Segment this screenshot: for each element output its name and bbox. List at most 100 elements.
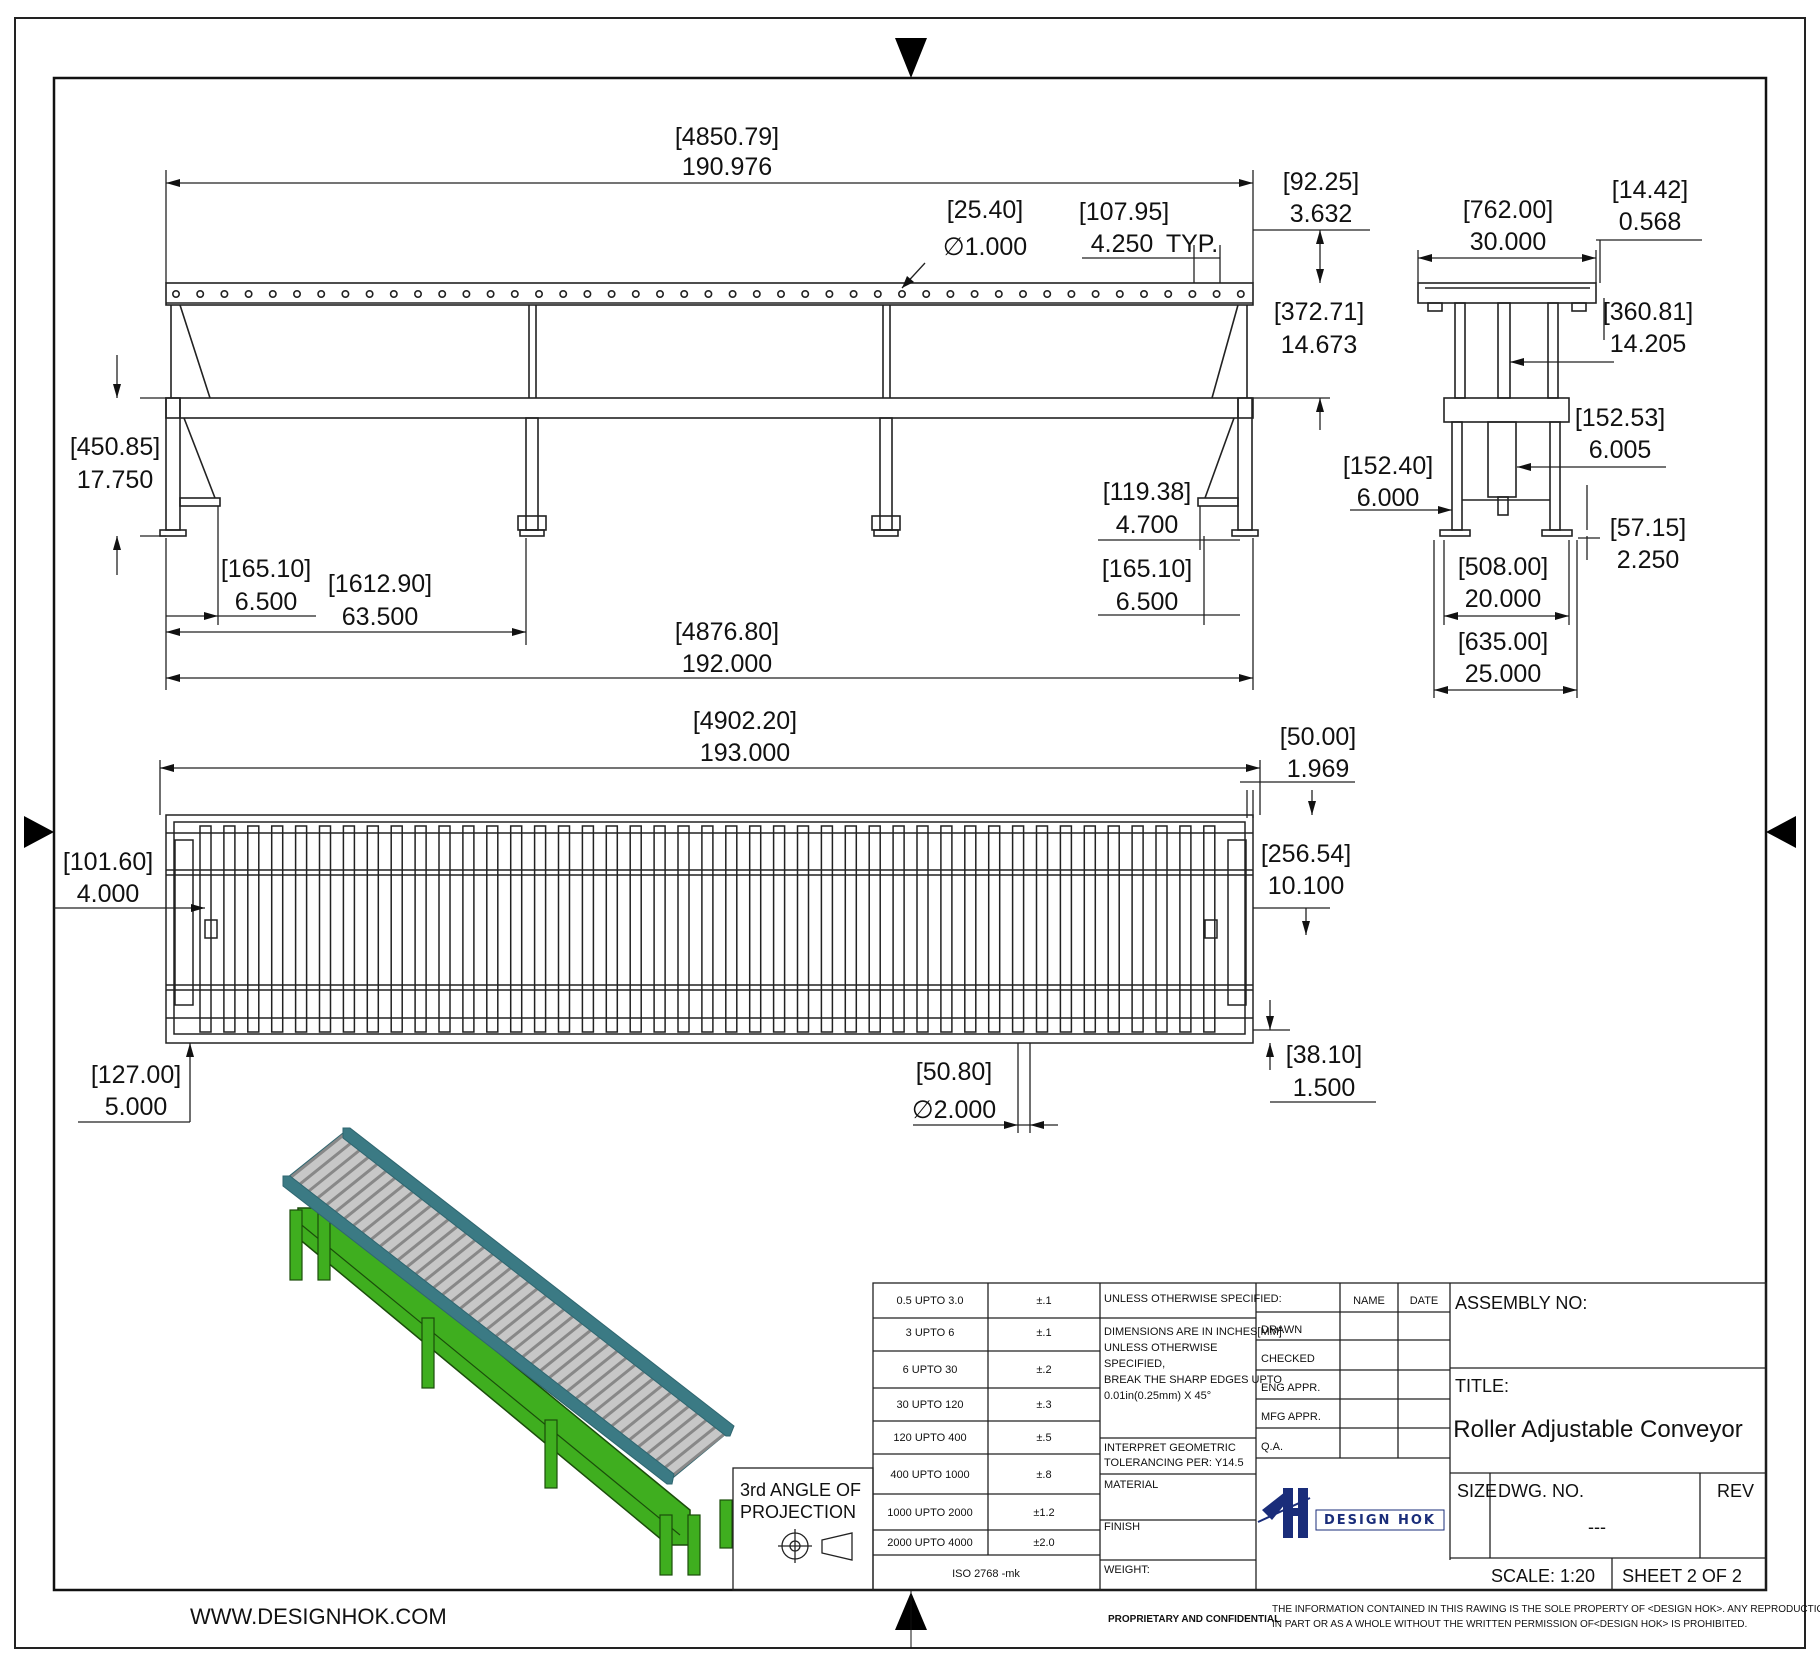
front-elevation-view [159, 282, 1259, 537]
roller-slat [844, 825, 858, 1033]
iso-roller [653, 1415, 712, 1464]
roller-hole [1043, 289, 1052, 298]
iso-roller [528, 1318, 587, 1367]
outer-border [14, 17, 1806, 1649]
roller-hole [680, 289, 689, 298]
iso-roller [386, 1208, 445, 1256]
title-block-grid [732, 1282, 1767, 1591]
roller-hole-row [172, 289, 1245, 298]
roller-slat [1083, 825, 1097, 1033]
roller-hole [704, 289, 713, 298]
roller-hole [365, 289, 374, 298]
roller-slat [1131, 825, 1144, 1033]
roller-hole [486, 289, 495, 298]
roller-hole [1115, 289, 1124, 298]
roller-slat [1179, 825, 1192, 1033]
iso-roller [360, 1187, 419, 1235]
roller-hole [1140, 289, 1149, 298]
roller-hole [1091, 289, 1100, 298]
iso-roller [457, 1263, 516, 1311]
roller-slat [294, 825, 308, 1033]
roller-slat [509, 825, 523, 1033]
roller-hole [897, 289, 906, 298]
iso-roller [289, 1131, 347, 1180]
roller-hole [559, 289, 568, 298]
roller-slat [820, 825, 834, 1033]
roller-slat [462, 825, 475, 1033]
roller-hole [438, 289, 447, 298]
roller-hole [196, 289, 205, 298]
iso-roller [440, 1249, 498, 1297]
roller-slat [892, 825, 905, 1033]
iso-roller [333, 1166, 392, 1214]
roller-slat [748, 825, 762, 1033]
isometric-view [282, 1127, 735, 1576]
roller-hole [801, 289, 810, 298]
iso-roller [404, 1221, 463, 1270]
roller-hole [413, 289, 422, 298]
roller-slat [486, 825, 499, 1033]
iso-roller [537, 1325, 596, 1374]
roller-slat [342, 825, 356, 1033]
iso-roller [591, 1367, 649, 1415]
iso-roller [493, 1291, 552, 1339]
roller-slat [677, 825, 690, 1033]
roller-slat [796, 825, 810, 1033]
roller-hole [825, 289, 834, 298]
iso-roller [351, 1180, 410, 1228]
roller-hole [268, 289, 277, 298]
iso-roller [617, 1388, 676, 1436]
roller-slat [868, 825, 881, 1033]
iso-roller [644, 1409, 703, 1457]
iso-roller [315, 1152, 374, 1200]
roller-slat-row [199, 825, 1216, 1033]
roller-slat [1059, 825, 1073, 1033]
iso-roller [306, 1145, 365, 1194]
iso-roller [599, 1374, 658, 1422]
front-dimension-arrows [113, 179, 1324, 682]
roller-slat [653, 825, 666, 1033]
iso-side-rail-left [282, 1175, 675, 1485]
plan-dimension-lines [54, 760, 1376, 1133]
roller-slat [1011, 825, 1025, 1033]
roller-hole [1164, 289, 1173, 298]
roller-hole [849, 289, 858, 298]
roller-slat [629, 825, 642, 1033]
iso-roller [520, 1312, 578, 1360]
iso-roller [626, 1395, 685, 1443]
iso-side-rail-right [342, 1127, 735, 1437]
front-dimension-lines [116, 170, 1370, 690]
roller-slat [318, 825, 332, 1033]
iso-roller [297, 1138, 356, 1187]
roller-hole [631, 289, 640, 298]
roller-slat [701, 825, 714, 1033]
projection-symbol [778, 1529, 853, 1563]
roller-hole [607, 289, 616, 298]
roller-slat [916, 825, 929, 1033]
iso-rollers [289, 1131, 729, 1478]
iso-roller [573, 1353, 632, 1401]
roller-slat [247, 825, 260, 1033]
iso-roller [564, 1346, 623, 1395]
roller-slat [438, 825, 451, 1033]
roller-slat [366, 825, 380, 1033]
roller-hole [172, 289, 181, 298]
design-hok-logo [1257, 1488, 1445, 1538]
centering-arrow-top [895, 38, 927, 78]
roller-slat [390, 825, 403, 1033]
roller-slat [964, 825, 977, 1033]
side-elevation-view [1417, 282, 1597, 537]
roller-hole [534, 289, 543, 298]
iso-roller [608, 1381, 667, 1429]
roller-hole [1212, 289, 1221, 298]
roller-hole [728, 289, 737, 298]
iso-roller [484, 1284, 543, 1332]
iso-roller [413, 1228, 472, 1277]
roller-slat [1035, 825, 1049, 1033]
iso-roller [555, 1339, 614, 1388]
roller-hole [922, 289, 931, 298]
iso-roller [502, 1298, 561, 1346]
roller-hole [873, 289, 882, 298]
